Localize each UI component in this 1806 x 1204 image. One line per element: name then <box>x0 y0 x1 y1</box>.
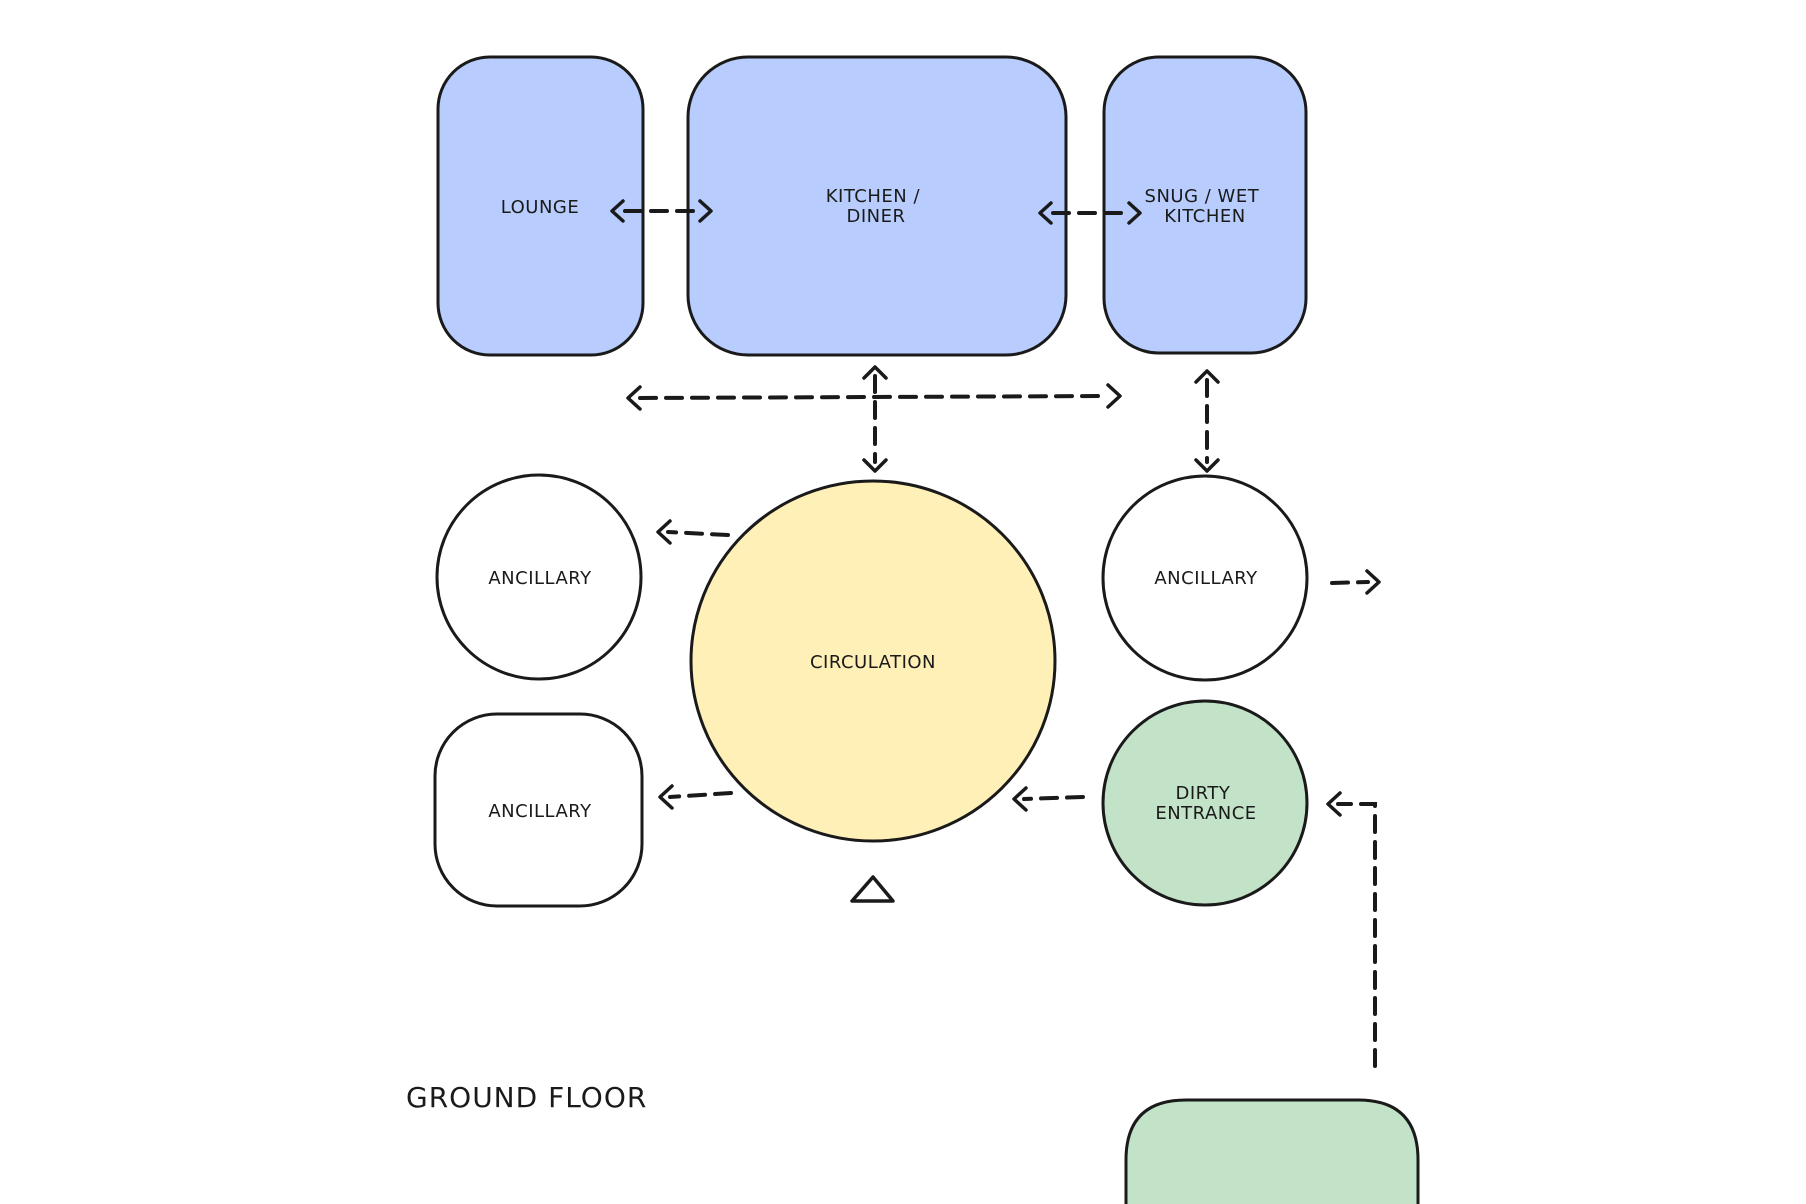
dirty-entrance-label: DIRTY ENTRANCE <box>1155 783 1256 824</box>
lounge-label: LOUNGE <box>501 197 580 218</box>
lounge-shape <box>436 55 645 357</box>
arrowhead-left-icon <box>1326 791 1342 817</box>
arrowhead-left-icon <box>658 784 674 810</box>
circulation-label: CIRCULATION <box>810 652 936 673</box>
external-block-shape <box>1124 1098 1420 1204</box>
ancillary-top-left-label: ANCILLARY <box>488 568 592 589</box>
kitchen-diner-label: KITCHEN / DINER <box>826 186 927 227</box>
dirty-entrance-label-line-1: DIRTY <box>1175 783 1230 804</box>
kitchen-diner-label-line-1: KITCHEN / <box>826 186 921 207</box>
flow-lounge-kitchen <box>610 199 713 223</box>
ancillary-right-shape <box>1101 474 1309 682</box>
dirty-entrance-label-line-2: ENTRANCE <box>1155 803 1256 824</box>
flow-circulation-ancillary-bottom-left-line <box>668 791 733 799</box>
arrowhead-down-icon <box>862 458 888 473</box>
node-snug-wet-kitchen[interactable]: SNUG / WET KITCHEN <box>1102 55 1308 355</box>
flow-dirty-entrance-circulation-line <box>1022 795 1085 801</box>
circulation-shape <box>689 479 1057 843</box>
node-dirty-entrance[interactable]: DIRTY ENTRANCE <box>1101 699 1309 907</box>
circulation-label-line-1: CIRCULATION <box>810 652 936 673</box>
dirty-entrance-shape <box>1101 699 1309 907</box>
snug-wet-kitchen-label-line-1: SNUG / WET <box>1145 186 1260 207</box>
flow-circulation-ancillary-top-left <box>656 519 730 545</box>
arrowhead-right-icon <box>1365 569 1381 595</box>
snug-wet-kitchen-shape <box>1102 55 1308 355</box>
node-external-block[interactable] <box>1124 1098 1420 1204</box>
flow-kitchen-circulation <box>862 365 888 473</box>
node-ancillary-top-left[interactable]: ANCILLARY <box>435 473 643 681</box>
node-ancillary-right[interactable]: ANCILLARY <box>1101 474 1309 682</box>
ancillary-top-left-shape <box>435 473 643 681</box>
flow-ancillary-right-out-line <box>1330 580 1370 585</box>
flow-ancillary-right-out <box>1330 569 1381 595</box>
arrowhead-left-icon <box>1038 201 1053 225</box>
ancillary-bottom-left-shape <box>433 712 644 908</box>
arrowhead-right-icon <box>1106 383 1122 409</box>
flow-horizontal-spine-line <box>638 394 1108 400</box>
snug-wet-kitchen-label: SNUG / WET KITCHEN <box>1145 186 1266 227</box>
arrowhead-left-icon <box>656 519 672 545</box>
ancillary-right-label-line-1: ANCILLARY <box>1154 568 1258 589</box>
arrowhead-left-icon <box>626 385 642 411</box>
node-lounge[interactable]: LOUNGE <box>436 55 645 357</box>
arrowhead-up-icon <box>862 365 888 380</box>
snug-wet-kitchen-label-line-2: KITCHEN <box>1164 206 1246 227</box>
ancillary-top-left-label-line-1: ANCILLARY <box>488 568 592 589</box>
arrowhead-left-icon <box>610 199 625 223</box>
flow-snug-ancillary-right <box>1194 369 1220 473</box>
kitchen-diner-label-line-2: DINER <box>846 206 905 227</box>
node-kitchen-diner[interactable]: KITCHEN / DINER <box>686 55 1068 357</box>
flow-circulation-ancillary-bottom-left <box>658 784 733 810</box>
ancillary-bottom-left-label: ANCILLARY <box>488 801 592 822</box>
floor-label: GROUND FLOOR <box>406 1081 647 1114</box>
ancillary-bottom-left-label-line-1: ANCILLARY <box>488 801 592 822</box>
node-circulation[interactable]: CIRCULATION <box>689 479 1057 843</box>
arrowhead-left-icon <box>1012 786 1028 812</box>
arrowhead-down-icon <box>1194 458 1220 473</box>
flow-external-dirty-entrance <box>1326 791 1377 1068</box>
ancillary-right-label: ANCILLARY <box>1154 568 1258 589</box>
node-ancillary-bottom-left[interactable]: ANCILLARY <box>433 712 644 908</box>
lounge-label-line-1: LOUNGE <box>501 197 580 218</box>
arrowhead-right-icon <box>698 199 713 223</box>
flow-dirty-entrance-circulation <box>1012 786 1085 812</box>
arrowhead-up-icon <box>1194 369 1220 384</box>
flow-external-dirty-entrance-line <box>1336 802 1377 1068</box>
flow-horizontal-spine <box>626 383 1122 411</box>
kitchen-diner-shape <box>686 55 1068 357</box>
flow-kitchen-snug <box>1038 201 1142 225</box>
flow-circulation-ancillary-top-left-line <box>666 530 730 537</box>
arrowhead-right-icon <box>1127 201 1142 225</box>
entry-triangle-icon <box>850 875 895 903</box>
